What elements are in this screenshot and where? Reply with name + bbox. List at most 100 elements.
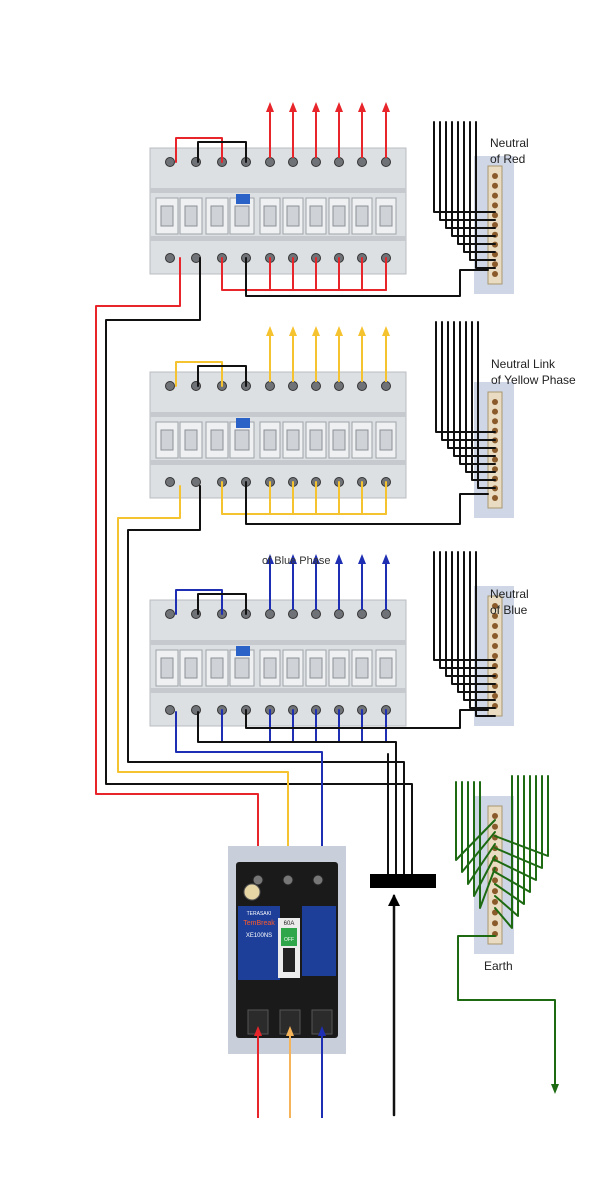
- terminal-screw: [265, 381, 275, 391]
- neutral-wire: [475, 121, 496, 269]
- bar-screw: [492, 182, 498, 189]
- isolator-link-neutral: [197, 141, 247, 163]
- neutral-wire: [451, 121, 496, 237]
- breaker-toggle: [210, 429, 224, 451]
- breaker-toggle: [160, 429, 174, 451]
- mcb-toggle: [263, 657, 277, 679]
- earth-wire: [494, 775, 519, 917]
- mcb-busbar: [221, 481, 387, 515]
- mcb-toggle: [309, 657, 323, 679]
- bar-screw: [492, 408, 498, 415]
- earth-wire: [494, 775, 525, 905]
- terminal-screw: [265, 157, 275, 167]
- neutral-yellow-label-line2: of Yellow Phase: [491, 373, 576, 387]
- neutral-blue-label-line1: Neutral: [490, 587, 529, 601]
- mcb-busbar: [221, 257, 387, 291]
- outgoing-circuit-arrow-red: [312, 102, 320, 158]
- bar-screw: [492, 222, 498, 228]
- terminal-screw: [288, 157, 298, 167]
- outgoing-circuit-arrow-blue: [312, 554, 320, 610]
- mccb-brand-top: TERASAKI: [247, 911, 272, 917]
- mccb-rating: 60A: [284, 921, 295, 927]
- mcb-toggle: [263, 429, 277, 451]
- neutral-wire: [451, 551, 496, 685]
- breaker-toggle: [184, 429, 198, 451]
- bar-screw: [492, 466, 498, 473]
- breaker-toggle: [210, 205, 224, 227]
- neutral-wire: [457, 551, 496, 693]
- outgoing-circuit-arrow-blue: [335, 554, 343, 610]
- neutral-joint-bar: [370, 874, 436, 888]
- isolator-link: [175, 361, 223, 387]
- mcb-toggle: [379, 205, 393, 227]
- breaker-toggle: [184, 657, 198, 679]
- earth-ground-arrow: [551, 1070, 559, 1094]
- bar-screw: [492, 495, 498, 501]
- terminal-screw: [311, 157, 321, 167]
- outgoing-circuit-arrow-yellow: [335, 326, 343, 382]
- outgoing-circuit-arrow-red: [382, 102, 390, 158]
- distribution-board-yellow: [149, 371, 407, 499]
- neutral-wire: [445, 121, 496, 229]
- bar-screw: [492, 920, 498, 927]
- neutral-wire: [435, 321, 496, 433]
- outgoing-circuit-arrow-yellow: [289, 326, 297, 382]
- mcb-toggle: [263, 205, 277, 227]
- rcd-test-button: [236, 194, 250, 204]
- neutral-wire: [445, 551, 496, 677]
- terminal-screw: [288, 381, 298, 391]
- breaker-toggle: [234, 429, 250, 451]
- mcb-toggle: [379, 657, 393, 679]
- outgoing-circuit-arrow-blue: [266, 554, 274, 610]
- neutral-wire: [477, 321, 496, 489]
- breaker-toggle: [234, 205, 250, 227]
- mcb-toggle: [309, 429, 323, 451]
- mccb-handle: [283, 948, 295, 972]
- terminal-screw: [265, 609, 275, 619]
- outgoing-circuit-arrow-yellow: [358, 326, 366, 382]
- red-phase-feeder: [95, 257, 259, 871]
- bar-screw: [492, 399, 498, 405]
- breaker-toggle: [160, 657, 174, 679]
- bar-screw: [492, 271, 498, 277]
- terminal-screw: [191, 609, 201, 619]
- neutral-return-wire: [245, 257, 489, 297]
- distribution-board-red: [149, 147, 407, 275]
- distribution-board-blue: [149, 599, 407, 727]
- bar-screw: [492, 613, 498, 619]
- neutral-bar-yellow: [474, 382, 514, 518]
- neutral-wire: [433, 121, 496, 213]
- incoming-red-phase-arrow: [254, 1026, 262, 1118]
- mccb-terminal: [282, 874, 294, 886]
- outgoing-circuit-arrow-yellow: [312, 326, 320, 382]
- incoming-neutral-arrow: [388, 894, 400, 906]
- bar-screw: [492, 693, 498, 699]
- mcb-toggle: [332, 205, 346, 227]
- neutral-wire: [433, 551, 496, 661]
- red-board-neutral-feeder: [105, 257, 413, 881]
- outgoing-circuit-arrow-red: [358, 102, 366, 158]
- bar-screw: [492, 173, 498, 179]
- outgoing-circuit-arrow-blue: [289, 554, 297, 610]
- outgoing-circuit-arrow-red: [266, 102, 274, 158]
- neutral-wire: [453, 321, 496, 457]
- bar-screw: [492, 823, 498, 830]
- isolator-link: [175, 137, 223, 163]
- terminal-screw: [165, 253, 175, 263]
- outgoing-circuit-arrow-red: [289, 102, 297, 158]
- earth-wire: [494, 775, 537, 881]
- bar-screw: [492, 261, 498, 268]
- earth-wire: [473, 781, 496, 897]
- earth-wire: [467, 781, 496, 885]
- outgoing-circuit-arrow-yellow: [382, 326, 390, 382]
- terminal-screw: [165, 609, 175, 619]
- bar-screw: [492, 202, 498, 209]
- earth-wire: [494, 775, 531, 893]
- terminal-screw: [311, 381, 321, 391]
- mccb-brand: TemBreak: [243, 920, 275, 927]
- bar-screw: [492, 643, 498, 649]
- earth-wire: [494, 775, 543, 869]
- mccb-model: XE100NS: [246, 933, 272, 939]
- outgoing-circuit-arrow-blue: [358, 554, 366, 610]
